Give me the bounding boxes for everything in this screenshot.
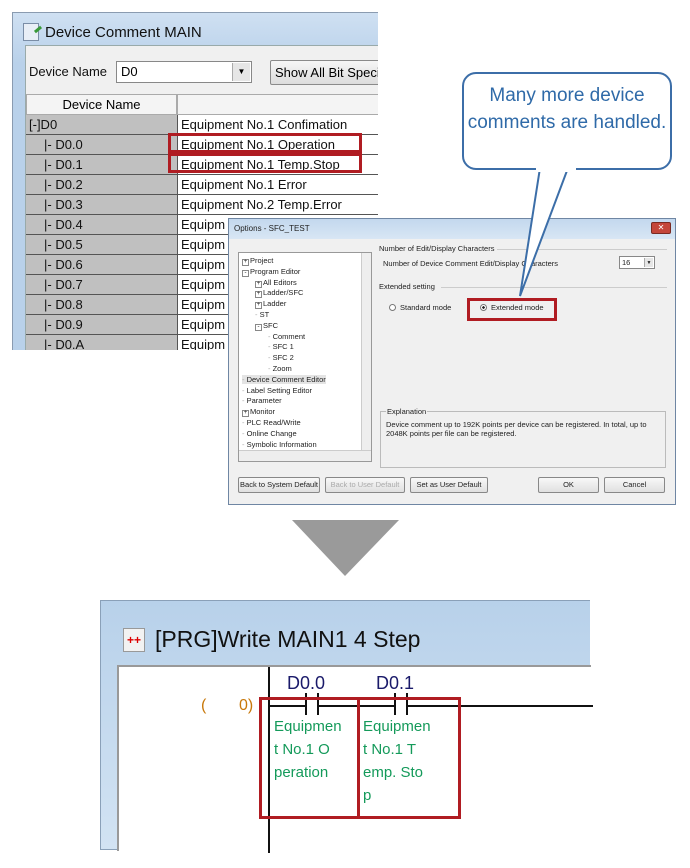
ladder-window: ++[PRG]Write MAIN1 4 Step ( 0) D0.0 D0.1… xyxy=(100,600,593,853)
device-cell: |- D0.1 xyxy=(26,155,177,175)
expand-icon[interactable]: + xyxy=(255,280,262,288)
tree-item[interactable]: - SFC 1 xyxy=(268,342,294,352)
highlight-box xyxy=(259,697,360,819)
expand-icon[interactable]: + xyxy=(242,410,249,418)
device-name-combobox[interactable]: D0▼ xyxy=(116,61,252,83)
explanation-text: Device comment up to 192K points per dev… xyxy=(386,420,647,438)
close-icon[interactable]: ✕ xyxy=(651,222,671,234)
highlight-box xyxy=(168,153,362,173)
contact-device: D0.0 xyxy=(287,673,326,693)
collapse-icon[interactable]: - xyxy=(242,269,249,277)
back-to-user-default-button[interactable]: Back to User Default xyxy=(325,477,405,493)
contact-device: D0.1 xyxy=(376,673,415,693)
down-arrow-icon xyxy=(292,520,399,576)
dialog-title: Options - SFC_TEST xyxy=(234,224,310,233)
tree-item[interactable]: +All Editors xyxy=(255,277,297,288)
window-title: ++[PRG]Write MAIN1 4 Step xyxy=(123,626,420,653)
device-cell: |- D0.A xyxy=(26,335,177,350)
highlight-box xyxy=(467,298,557,321)
tree-item[interactable]: - Comment xyxy=(268,331,306,341)
chevron-down-icon[interactable]: ▼ xyxy=(232,63,250,81)
expand-icon[interactable]: + xyxy=(255,291,262,299)
chars-label: Number of Device Comment Edit/Display Ch… xyxy=(383,259,559,268)
device-cell: |- D0.7 xyxy=(26,275,177,295)
tree-item[interactable]: +Project xyxy=(242,256,274,266)
program-icon: ++ xyxy=(123,627,145,652)
tree-item[interactable]: - Parameter xyxy=(242,396,282,406)
device-cell: |- D0.8 xyxy=(26,295,177,315)
group-title-chars: Number of Edit/Display Characters xyxy=(379,244,495,253)
set-as-user-default-button[interactable]: Set as User Default xyxy=(410,477,488,493)
chevron-down-icon[interactable]: ▼ xyxy=(644,258,653,267)
radio-checked-icon xyxy=(480,304,487,311)
tree-item[interactable]: -SFC xyxy=(255,321,278,331)
device-cell: |- D0.9 xyxy=(26,315,177,335)
tree-item[interactable]: - SFC 2 xyxy=(268,353,294,363)
explanation-box: Explanation Device comment up to 192K po… xyxy=(380,407,666,468)
cancel-button[interactable]: Cancel xyxy=(604,477,665,493)
device-comment-icon xyxy=(23,23,39,41)
radio-unchecked-icon xyxy=(389,304,396,311)
group-title-extended: Extended setting xyxy=(379,282,435,291)
tree-item[interactable]: - PLC Read/Write xyxy=(242,418,301,427)
callout-bubble: Many more device comments are handled. xyxy=(462,72,672,170)
tree-item[interactable]: +Monitor xyxy=(242,407,276,418)
ok-button[interactable]: OK xyxy=(538,477,599,493)
horizontal-scrollbar[interactable] xyxy=(239,450,371,461)
comment-cell[interactable]: Equipment No.2 Temp.Error xyxy=(177,195,378,215)
device-cell: |- D0.6 xyxy=(26,255,177,275)
column-header-comment[interactable] xyxy=(177,94,378,115)
extended-mode-radio[interactable]: Extended mode xyxy=(480,303,544,312)
window-title: Device Comment MAIN xyxy=(23,23,202,41)
device-cell: |- D0.2 xyxy=(26,175,177,195)
options-tree: +Project-Program Editor+All Editors+Ladd… xyxy=(238,252,372,462)
rung-line xyxy=(269,705,593,707)
step-bracket: ( xyxy=(201,697,207,714)
highlight-box xyxy=(357,697,461,819)
device-cell: |- D0.0 xyxy=(26,135,177,155)
tree-item[interactable]: - Symbolic Information xyxy=(242,439,317,449)
collapse-icon[interactable]: - xyxy=(255,323,262,331)
tree-item[interactable]: - Device Comment Editor xyxy=(242,374,326,384)
device-cell: [-]D0 xyxy=(26,115,177,135)
left-power-rail xyxy=(268,667,270,853)
options-dialog: Options - SFC_TEST ✕ +Project-Program Ed… xyxy=(228,218,676,505)
tree-item[interactable]: - Label Setting Editor xyxy=(242,385,313,395)
callout-pointer xyxy=(519,167,570,297)
vertical-scrollbar[interactable] xyxy=(361,253,371,451)
comment-cell[interactable]: Equipment No.1 Confimation xyxy=(177,115,378,135)
comment-cell[interactable]: Equipment No.1 Error xyxy=(177,175,378,195)
tree-item[interactable]: +Ladder/SFC xyxy=(255,288,304,299)
step-number: 0) xyxy=(239,697,254,714)
back-to-system-default-button[interactable]: Back to System Default xyxy=(238,477,320,493)
tree-item[interactable]: - Zoom xyxy=(268,364,292,373)
highlight-box xyxy=(168,133,362,153)
expand-icon[interactable]: + xyxy=(242,259,249,266)
show-all-bit-button[interactable]: Show All Bit Speci xyxy=(270,60,378,85)
expand-icon[interactable]: + xyxy=(255,302,262,310)
device-cell: |- D0.5 xyxy=(26,235,177,255)
chars-select[interactable]: 16▼ xyxy=(619,256,655,269)
standard-mode-radio[interactable]: Standard mode xyxy=(389,303,451,312)
device-name-label: Device Name xyxy=(29,64,108,79)
column-header-device-name[interactable]: Device Name xyxy=(26,94,177,115)
tree-item[interactable]: - ST xyxy=(255,310,270,319)
device-cell: |- D0.4 xyxy=(26,215,177,235)
tree-item[interactable]: +Ladder xyxy=(255,299,287,310)
device-cell: |- D0.3 xyxy=(26,195,177,215)
tree-item[interactable]: -Program Editor xyxy=(242,267,300,277)
tree-item[interactable]: - Online Change xyxy=(242,428,297,438)
